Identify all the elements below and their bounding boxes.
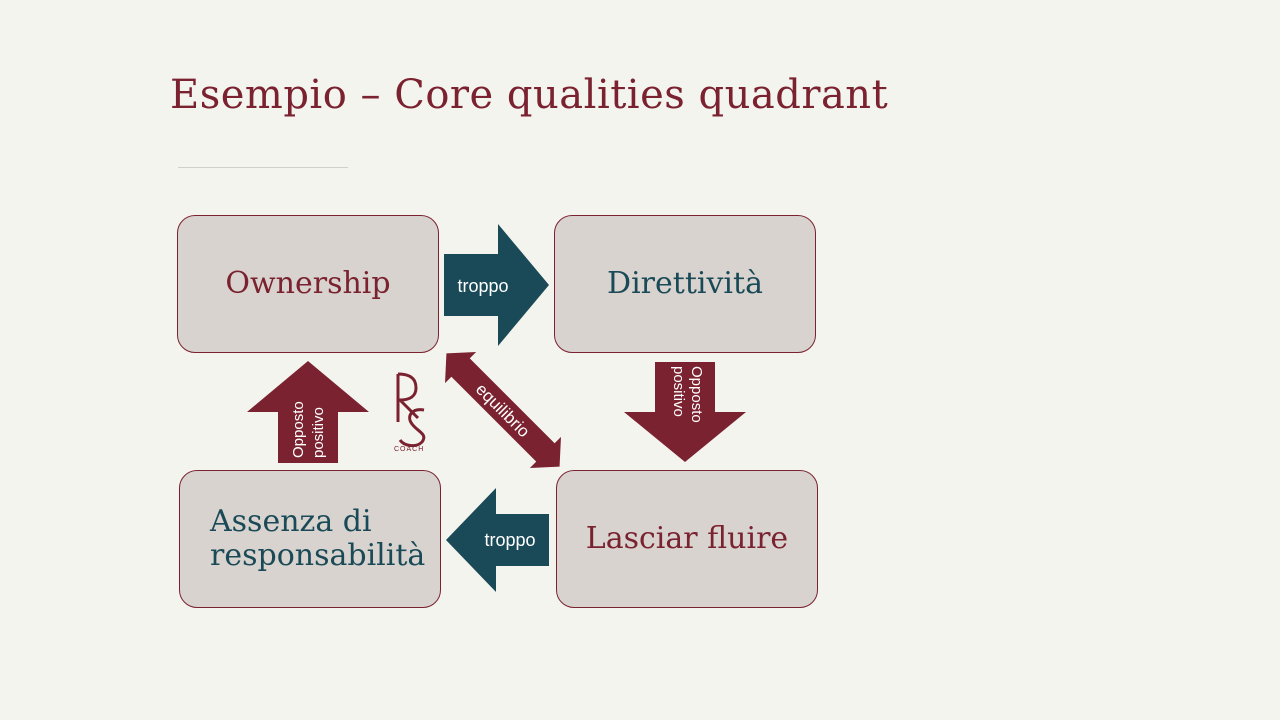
quadrant-label-line1: Assenza di — [210, 503, 372, 539]
arrow-equilibrio-diagonal: equilibrio — [445, 352, 561, 468]
quadrant-label-lasciar-fluire: Lasciar fluire — [585, 520, 789, 556]
logo-caption: COACH — [394, 446, 425, 453]
quadrant-label-ownership: Ownership — [225, 265, 391, 301]
arrow-label-troppo-top: troppo — [457, 276, 508, 296]
quadrant-challenge: Lasciar fluire — [556, 470, 818, 608]
arrow-label-equilibrio: equilibrio — [472, 380, 534, 442]
arrow-opposto-positivo-right: Opposto positivo — [624, 362, 746, 462]
quadrant-label-direttivita: Direttività — [607, 265, 763, 301]
arrow-label-positivo-left: positivo — [310, 407, 327, 458]
quadrant-core-quality: Ownership — [177, 215, 439, 353]
arrow-label-opposto-left: Opposto — [290, 401, 307, 458]
title-underline — [178, 167, 348, 168]
rs-coach-logo — [396, 372, 426, 448]
quadrant-pitfall: Direttività — [554, 215, 816, 353]
arrow-label-opposto-right: Opposto — [688, 366, 705, 423]
arrow-opposto-positivo-left: Opposto positivo — [247, 361, 369, 463]
quadrant-allergy: Assenza di responsabilità — [179, 470, 441, 608]
quadrant-label-assenza: Assenza di responsabilità — [210, 503, 426, 574]
arrow-troppo-bottom: troppo — [446, 488, 549, 592]
arrow-label-troppo-bottom: troppo — [484, 530, 535, 550]
arrow-label-positivo-right: positivo — [670, 366, 687, 417]
quadrant-label-line2: responsabilità — [210, 538, 426, 573]
slide-title: Esempio – Core qualities quadrant — [170, 72, 889, 118]
arrow-troppo-top: troppo — [444, 224, 549, 346]
